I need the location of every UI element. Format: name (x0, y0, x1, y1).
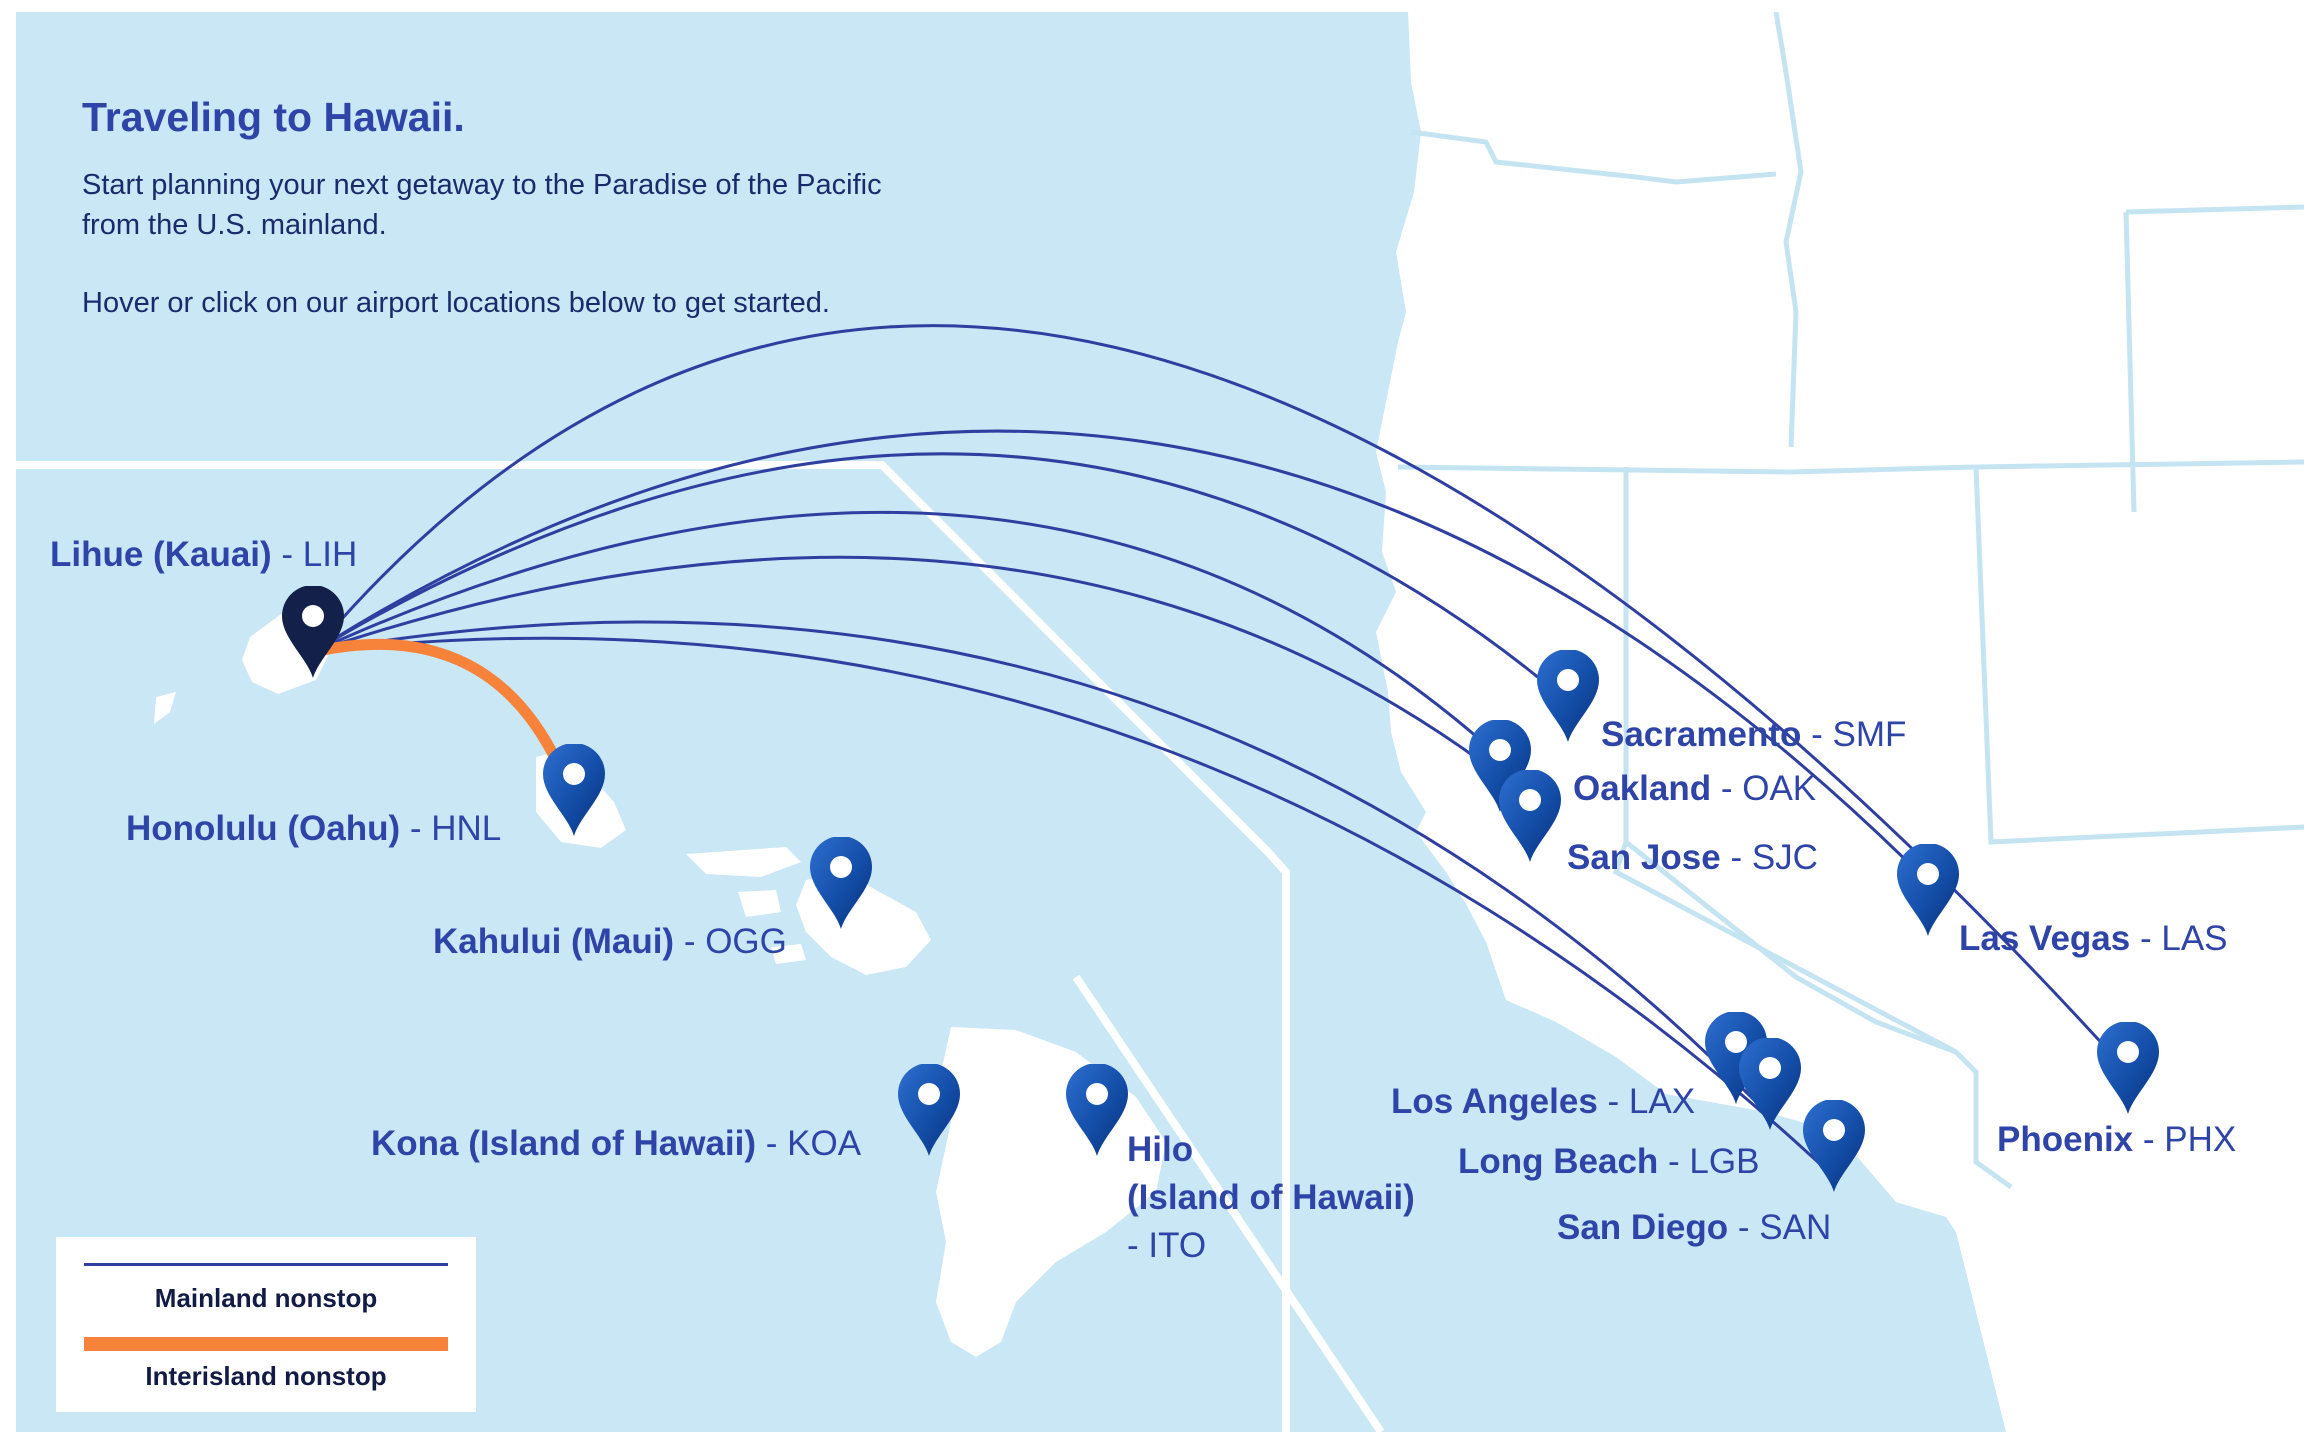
label-smf-code: - SMF (1811, 715, 1907, 754)
legend-interisland-label: Interisland nonstop (145, 1361, 387, 1391)
label-ito[interactable]: Hilo (Island of Hawaii) - ITO (1127, 1126, 1415, 1270)
label-koa[interactable]: Kona (Island of Hawaii) - KOA (371, 1120, 861, 1168)
label-lih-city: Lihue (Kauai) (50, 535, 272, 574)
label-koa-city: Kona (Island of Hawaii) (371, 1124, 757, 1163)
label-lax-city: Los Angeles (1391, 1082, 1598, 1121)
island-molokai (686, 847, 801, 877)
label-hnl[interactable]: Honolulu (Oahu) - HNL (126, 805, 501, 853)
route-lih-las (312, 429, 1940, 894)
island-kahoolawe (771, 944, 806, 964)
intro-panel: Traveling to Hawaii. Start planning your… (82, 94, 982, 323)
label-san-code: - SAN (1737, 1208, 1832, 1247)
label-phx-city: Phoenix (1997, 1120, 2134, 1159)
label-oak-code: - OAK (1720, 769, 1817, 808)
label-oak-city: Oakland (1573, 769, 1712, 808)
page-title: Traveling to Hawaii. (82, 94, 465, 140)
label-smf-city: Sacramento (1601, 715, 1802, 754)
label-sjc-city: San Jose (1567, 838, 1721, 877)
label-las-code: - LAS (2139, 919, 2228, 958)
legend-interisland-swatch (84, 1337, 448, 1351)
route-lih-lax (312, 620, 1758, 1104)
intro-description-line2: from the U.S. mainland. (82, 209, 387, 241)
label-ito-city-line1: Hilo (1127, 1130, 1194, 1169)
label-ito-city-line2: (Island of Hawaii) (1127, 1178, 1415, 1217)
label-lih[interactable]: Lihue (Kauai) - LIH (50, 531, 357, 579)
label-oak[interactable]: Oakland - OAK (1573, 765, 1816, 813)
label-lih-code: - LIH (281, 535, 358, 574)
label-las-city: Las Vegas (1959, 919, 2131, 958)
label-san[interactable]: San Diego - SAN (1557, 1204, 1831, 1252)
label-san-city: San Diego (1557, 1208, 1729, 1247)
label-lgb[interactable]: Long Beach - LGB (1458, 1138, 1759, 1186)
route-lih-phx (311, 324, 2130, 1074)
label-hnl-code: - HNL (409, 809, 502, 848)
label-lgb-city: Long Beach (1458, 1142, 1659, 1181)
label-lax[interactable]: Los Angeles - LAX (1391, 1078, 1695, 1126)
route-lih-smf (312, 452, 1569, 704)
label-koa-code: - KOA (765, 1124, 862, 1163)
label-smf[interactable]: Sacramento - SMF (1601, 711, 1906, 759)
boundary-lines (16, 461, 1385, 1432)
route-map: Traveling to Hawaii. Start planning your… (16, 12, 2304, 1432)
mainland-routes (311, 324, 2130, 1179)
label-ogg-code: - OGG (683, 922, 787, 961)
label-lgb-code: - LGB (1668, 1142, 1760, 1181)
map-legend: Mainland nonstop Interisland nonstop (56, 1237, 476, 1412)
mainland-land (1376, 12, 2304, 1432)
route-lih-sjc (312, 555, 1547, 814)
island-lanai (738, 890, 781, 917)
label-ito-code: - ITO (1127, 1226, 1207, 1265)
legend-mainland-label: Mainland nonstop (154, 1283, 378, 1313)
pin-san[interactable] (1803, 1099, 1865, 1192)
route-lih-san (312, 636, 1836, 1179)
label-sjc-code: - SJC (1730, 838, 1818, 877)
route-lih-hnl (307, 638, 572, 788)
label-ogg-city: Kahului (Maui) (433, 922, 675, 961)
label-sjc[interactable]: San Jose - SJC (1567, 834, 1818, 882)
island-niihau (154, 692, 176, 724)
route-lih-oak (312, 510, 1518, 774)
label-phx-code: - PHX (2142, 1120, 2237, 1159)
label-lax-code: - LAX (1607, 1082, 1696, 1121)
label-ogg[interactable]: Kahului (Maui) - OGG (433, 918, 787, 966)
label-phx[interactable]: Phoenix - PHX (1997, 1116, 2236, 1164)
intro-description-line1: Start planning your next getaway to the … (82, 169, 882, 201)
intro-hint: Hover or click on our airport locations … (82, 287, 830, 319)
state-borders (1397, 12, 2304, 1190)
map-canvas (16, 12, 2304, 1432)
legend-mainland-swatch (84, 1263, 448, 1266)
label-hnl-city: Honolulu (Oahu) (126, 809, 401, 848)
label-las[interactable]: Las Vegas - LAS (1959, 915, 2228, 963)
